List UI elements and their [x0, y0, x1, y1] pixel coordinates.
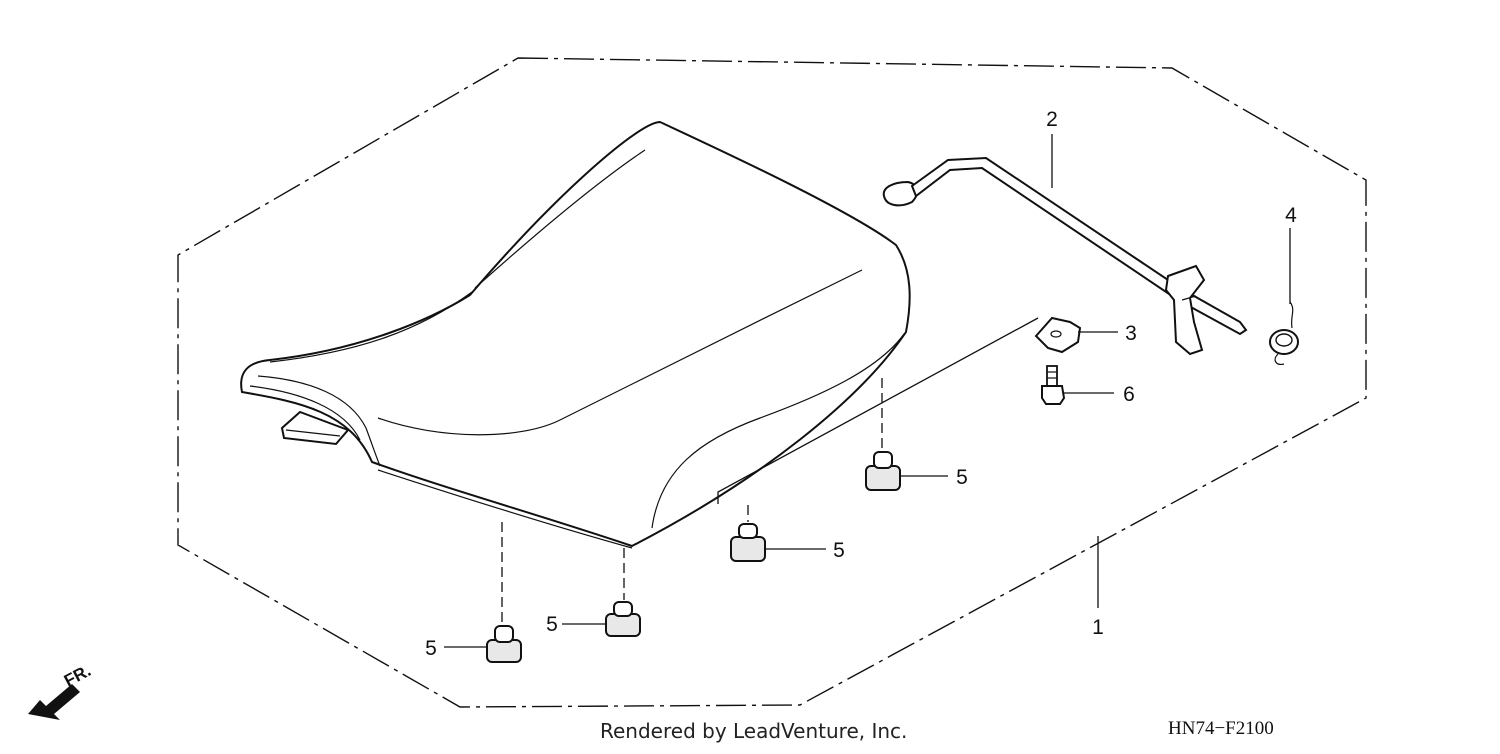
callout-spring: 4 — [1285, 204, 1297, 227]
front-arrow-icon — [28, 684, 80, 720]
front-direction-label: FR. — [61, 661, 94, 691]
cushion-a-part[interactable] — [486, 625, 522, 663]
clip-part[interactable] — [1034, 316, 1082, 354]
callout-cushion-d: 5 — [956, 466, 968, 489]
cushion-d-part[interactable] — [865, 451, 901, 491]
callout-seat: 1 — [1092, 616, 1104, 639]
diagram-code: HN74−F2100 — [1168, 718, 1274, 739]
spring-part[interactable] — [1269, 301, 1299, 365]
seat-lock-rod-part[interactable] — [882, 156, 1248, 356]
callout-cushion-b: 5 — [546, 613, 558, 636]
assembly-boundary — [177, 57, 1367, 708]
callout-bolt: 6 — [1123, 383, 1135, 406]
bolt-part[interactable] — [1041, 365, 1066, 405]
callout-cushion-c: 5 — [833, 539, 845, 562]
cushion-b-part[interactable] — [605, 601, 641, 637]
seat-leader — [717, 317, 1039, 504]
render-credit: Rendered by LeadVenture, Inc. — [600, 719, 907, 743]
callout-cushion-a: 5 — [425, 637, 437, 660]
seat-part[interactable] — [240, 120, 911, 549]
callout-seat-lock-rod: 2 — [1046, 108, 1058, 131]
callout-clip: 3 — [1125, 322, 1137, 345]
cushion-c-part[interactable] — [730, 523, 766, 562]
